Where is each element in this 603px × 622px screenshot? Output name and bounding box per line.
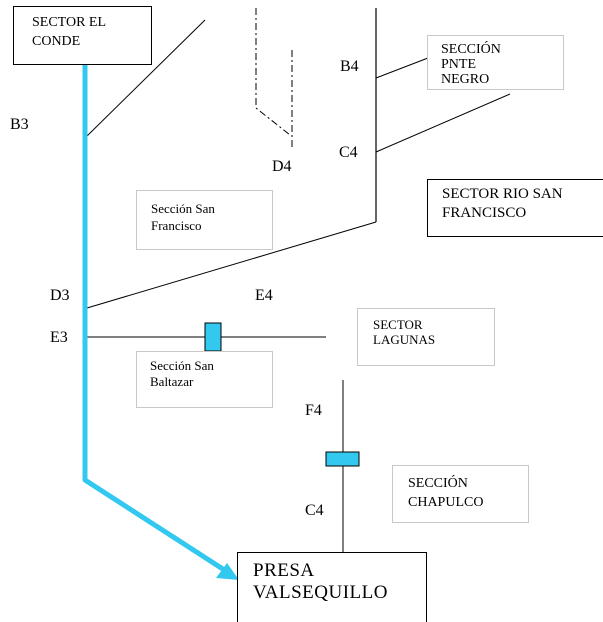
seccion-chapulco-box: SECCIÓN CHAPULCO [392,465,529,523]
presa-valsequillo-text: PRESA VALSEQUILLO [253,560,388,603]
seccion-pnte-negro-box: SECCIÓN PNTE NEGRO [427,35,564,90]
sector-el-conde-text: SECTOR EL CONDE [32,15,107,49]
line-to-pnte-negro [375,57,429,79]
sector-rio-san-francisco-text: SECTOR RIO SAN FRANCISCO [442,186,563,221]
seccion-san-francisco-box: Sección San Francisco [136,190,273,250]
seccion-san-baltazar-box: Sección San Baltazar [136,351,273,408]
label-b4: B4 [340,58,359,75]
label-e3: E3 [50,329,68,346]
seccion-chapulco-text: SECCIÓN CHAPULCO [408,476,484,510]
presa-valsequillo-box: PRESA VALSEQUILLO [237,552,427,622]
sector-lagunas-text: SECTOR LAGUNAS [373,317,436,347]
line-c4-to-rio [375,93,511,153]
gate-san-baltazar [204,322,222,352]
main-channel [82,63,231,576]
sector-lagunas-box: SECTOR LAGUNAS [357,308,495,366]
arrow-head-icon [216,563,239,580]
seccion-san-francisco-text: Sección San Francisco [151,201,215,233]
label-e4: E4 [255,287,273,304]
label-f4: F4 [305,402,322,419]
sector-el-conde-box: SECTOR EL CONDE [13,6,152,65]
seccion-san-baltazar-text: Sección San Baltazar [150,358,214,389]
dashdot-line-d4 [255,8,291,136]
gate-chapulco [325,451,360,467]
label-d3: D3 [50,287,70,304]
label-c4-upper: C4 [339,144,358,161]
label-b3: B3 [10,116,29,133]
label-c4-lower: C4 [305,502,324,519]
label-d4: D4 [272,158,292,175]
line-d3-to-main [86,221,377,309]
sector-rio-san-francisco-box: SECTOR RIO SAN FRANCISCO [427,179,603,237]
diagonal-line-b3 [84,19,206,139]
seccion-pnte-negro-text: SECCIÓN PNTE NEGRO [441,42,501,87]
